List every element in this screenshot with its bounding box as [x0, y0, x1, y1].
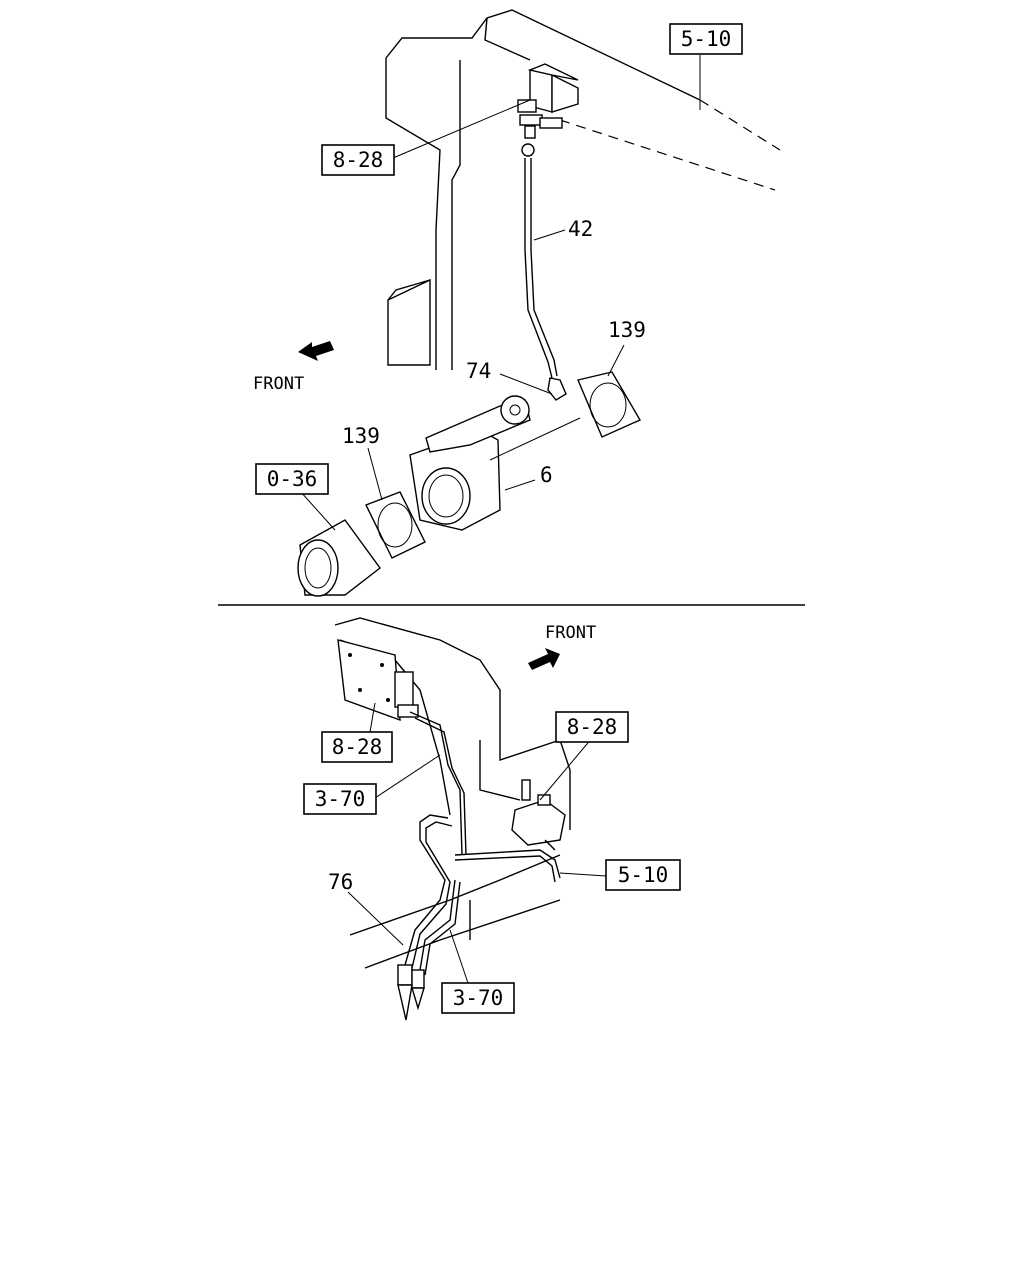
front-arrow-top	[298, 341, 334, 361]
elbow-fitting-74	[499, 373, 567, 401]
front-label-top: FRONT	[253, 374, 304, 394]
pipe-42	[524, 158, 566, 379]
valve-right	[511, 779, 566, 846]
solenoid-valve	[517, 63, 579, 157]
pipes-3-70	[404, 711, 561, 976]
callout-8-28-bottom-right: 8-28	[555, 711, 629, 743]
callout-8-28-top: 8-28	[321, 144, 395, 176]
bottom-diagram	[334, 617, 607, 1021]
ref-label: 5-10	[681, 27, 732, 51]
ref-label: 8-28	[333, 148, 384, 172]
exhaust-brake-body	[409, 395, 581, 531]
valve-bracket	[337, 639, 419, 722]
part-number-76: 76	[328, 870, 353, 894]
ref-label: 8-28	[332, 735, 383, 759]
part-number-139-left: 139	[342, 424, 380, 448]
ref-label: 5-10	[618, 863, 669, 887]
callout-5-10-bottom: 5-10	[605, 859, 681, 891]
callout-5-10-top: 5-10	[669, 23, 743, 55]
ref-label: 3-70	[315, 787, 366, 811]
callout-8-28-bottom-left: 8-28	[321, 731, 393, 763]
top-diagram	[297, 9, 781, 597]
part-number-74: 74	[466, 359, 491, 383]
part-number-42: 42	[568, 217, 593, 241]
callout-3-70-lower: 3-70	[441, 982, 515, 1014]
ref-label: 0-36	[267, 467, 318, 491]
part-number-139-right: 139	[608, 318, 646, 342]
fittings-76	[397, 964, 425, 1021]
part-number-6: 6	[540, 463, 553, 487]
ref-label: 8-28	[567, 715, 618, 739]
chassis-outline	[334, 617, 571, 969]
front-arrow-bottom	[528, 648, 560, 670]
gasket-139-right	[577, 344, 641, 438]
callout-0-36: 0-36	[255, 463, 329, 495]
ref-label: 3-70	[453, 986, 504, 1010]
exhaust-housing	[297, 490, 381, 597]
cab-frame-outline	[385, 9, 781, 370]
front-label-bottom: FRONT	[545, 623, 596, 643]
gasket-139-left	[365, 447, 426, 559]
callout-3-70-upper: 3-70	[303, 783, 377, 815]
